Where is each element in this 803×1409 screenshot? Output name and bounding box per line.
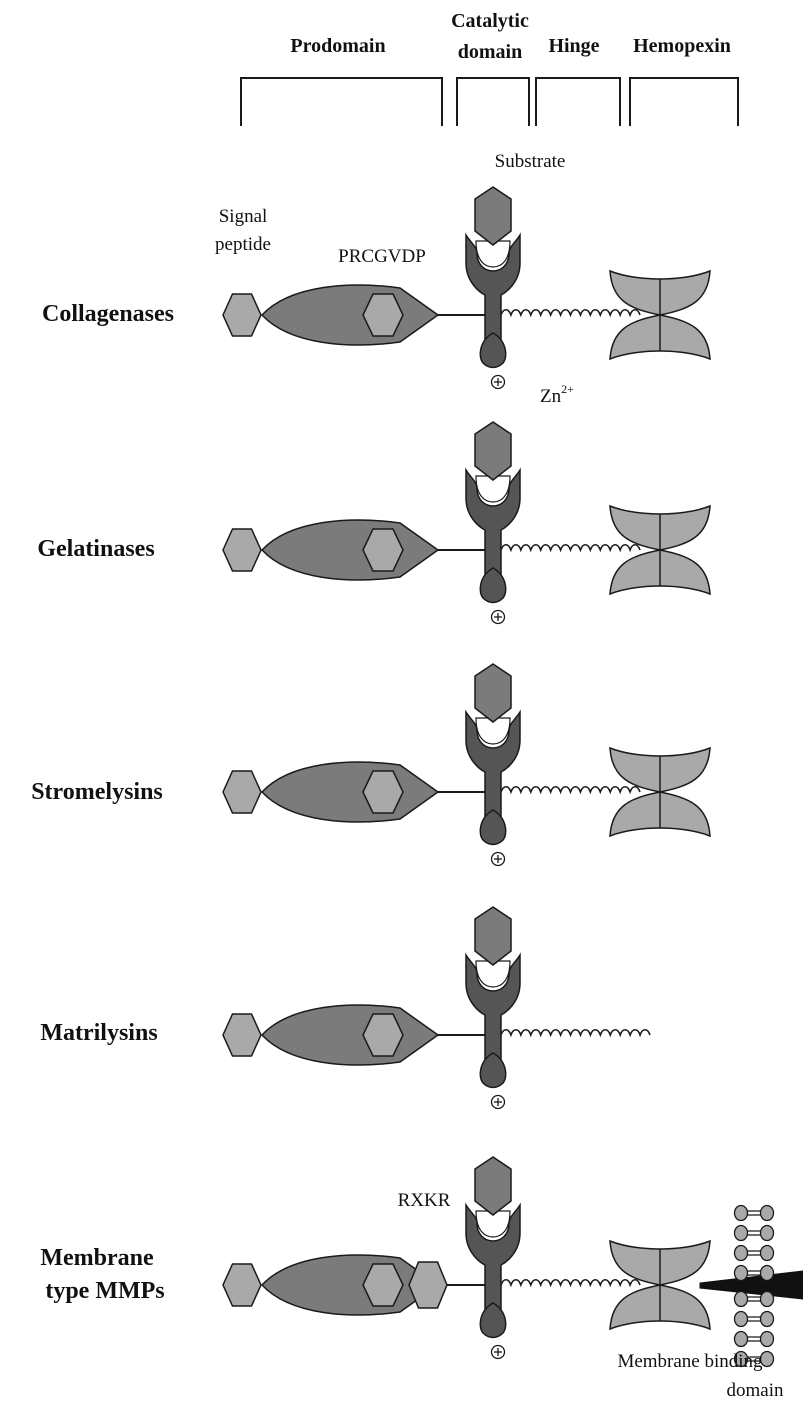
prodomain-body <box>262 762 438 822</box>
prodomain-body <box>262 1005 438 1065</box>
hinge-bracket <box>536 78 620 126</box>
lipid-head <box>761 1266 774 1281</box>
zinc-binding-site <box>480 1303 505 1338</box>
signal-peptide-hexagon <box>223 294 261 336</box>
signal-peptide-hexagon <box>223 771 261 813</box>
lipid-head <box>735 1292 748 1307</box>
hinge-region <box>501 787 640 792</box>
substrate-hexagon <box>475 907 511 965</box>
catalytic-label-line1: Catalytic <box>451 10 529 32</box>
signal-peptide-label-line2: peptide <box>215 234 271 255</box>
zn-superscript: 2+ <box>561 382 574 396</box>
rxkr-label: RXKR <box>398 1190 451 1211</box>
catalytic-label-line2: domain <box>458 41 522 63</box>
zinc-binding-site <box>480 1053 505 1088</box>
lipid-head <box>761 1292 774 1307</box>
substrate-label: Substrate <box>495 151 566 172</box>
lipid-head <box>735 1226 748 1241</box>
hemopexin-bracket <box>630 78 738 126</box>
gelatinases-label: Gelatinases <box>37 536 154 562</box>
collagenases-label: Collagenases <box>42 301 174 327</box>
hinge-label: Hinge <box>548 35 599 57</box>
hinge-region <box>501 310 640 315</box>
prodomain-body <box>262 520 438 580</box>
hemopexin-label: Hemopexin <box>633 35 731 57</box>
substrate-hexagon <box>475 187 511 245</box>
stromelysins-label: Stromelysins <box>31 779 163 805</box>
membrane-type-label-line2: type MMPs <box>45 1278 164 1304</box>
domain-brackets <box>241 78 738 126</box>
row-gelatinases <box>223 422 710 624</box>
lipid-head <box>761 1246 774 1261</box>
row-membrane-type-mmps <box>223 1157 803 1367</box>
lipid-head <box>735 1206 748 1221</box>
zn-text: Zn <box>540 386 562 407</box>
signal-peptide-hexagon <box>223 1264 261 1306</box>
signal-peptide-hexagon <box>223 1014 261 1056</box>
substrate-hexagon <box>475 664 511 722</box>
lipid-head <box>735 1332 748 1347</box>
membrane-binding-label-line1: Membrane binding <box>617 1351 763 1372</box>
row-matrilysins <box>223 907 650 1109</box>
matrilysins-label: Matrilysins <box>40 1020 157 1046</box>
zn-label: Zn2+ <box>540 382 574 407</box>
catalytic-bracket <box>457 78 529 126</box>
row-stromelysins <box>223 664 710 866</box>
hinge-region <box>501 545 640 550</box>
lipid-head <box>761 1206 774 1221</box>
lipid-head <box>761 1226 774 1241</box>
zinc-binding-site <box>480 568 505 603</box>
zinc-binding-site <box>480 810 505 845</box>
signal-peptide-hexagon <box>223 529 261 571</box>
hinge-region <box>501 1030 650 1035</box>
prodomain-body <box>262 285 438 345</box>
membrane-type-label-line1b: Membrane <box>40 1245 154 1271</box>
lipid-head <box>735 1312 748 1327</box>
prodomain-label: Prodomain <box>290 35 385 57</box>
substrate-hexagon <box>475 1157 511 1215</box>
row-collagenases <box>223 187 710 389</box>
lipid-head <box>735 1246 748 1261</box>
substrate-hexagon <box>475 422 511 480</box>
lipid-head <box>761 1312 774 1327</box>
lipid-head <box>735 1266 748 1281</box>
membrane-binding-label-line2: domain <box>727 1380 784 1401</box>
lipid-head <box>761 1332 774 1347</box>
hinge-region <box>501 1280 640 1285</box>
signal-peptide-label-line1: Signal <box>219 206 268 227</box>
zinc-binding-site <box>480 333 505 368</box>
prcgvdp-label: PRCGVDP <box>338 246 426 267</box>
prodomain-bracket <box>241 78 442 126</box>
